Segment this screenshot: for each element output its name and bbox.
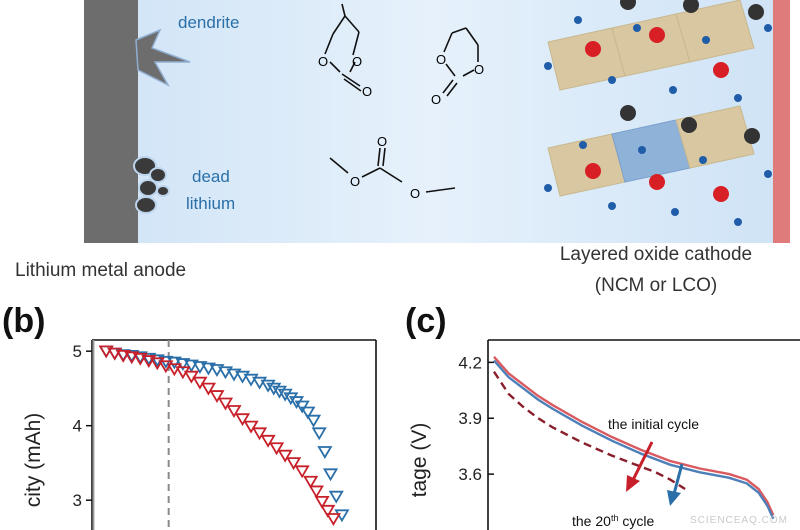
lithium-anode xyxy=(84,0,191,243)
panel-b-series1-point-4 xyxy=(132,352,148,366)
molecule1-oxygen-c: O xyxy=(362,84,372,99)
panel-b-series1-point-16 xyxy=(234,413,251,427)
panel-b-series1-point-0 xyxy=(98,345,114,359)
molecule1-oxygen-b: O xyxy=(352,54,362,69)
arrow-20th-cycle xyxy=(667,463,684,506)
panel-b-series0-point-14 xyxy=(217,366,234,380)
cathode-caption-line2: (NCM or LCO) xyxy=(595,275,717,296)
panel-b-series0-point-20 xyxy=(266,382,282,396)
dead-lithium-label-line1: dead xyxy=(192,167,230,186)
cathode-caption-line1: Layered oxide cathode xyxy=(560,244,752,265)
panel-b-ytick-label-0: 5 xyxy=(73,342,82,361)
dimethyl-carbonate-molecule xyxy=(329,147,456,193)
panel-b-series0-point-13 xyxy=(209,364,225,377)
panel-b-series0-point-27 xyxy=(305,414,322,428)
dendrite-shape xyxy=(135,28,191,87)
panel-c-curve-0 xyxy=(493,356,775,516)
panel-b-ytick-label-2: 3 xyxy=(73,491,82,510)
panel-c-ytick-label-1: 3.9 xyxy=(458,409,482,428)
panel-b-series1-point-1 xyxy=(107,347,123,361)
panel-b-series1-point-25 xyxy=(308,485,324,499)
panel-b-series0-point-19 xyxy=(260,379,276,393)
panel-b-series1-point-15 xyxy=(226,405,242,418)
battery-schematic: dendrite dead lithium O O O O O O O O xyxy=(15,0,790,296)
panel-b-series0-point-30 xyxy=(322,468,339,482)
arrow-initial-cycle xyxy=(626,441,654,492)
panel-b-ytick-label-1: 4 xyxy=(73,417,82,436)
panel-b-series1-point-26 xyxy=(314,495,330,509)
panel-b-series1-point-3 xyxy=(124,351,140,365)
molecule3-oxygen-c: O xyxy=(410,186,420,201)
oxygen-atoms xyxy=(544,16,772,226)
panel-b-series0-point-31 xyxy=(328,490,344,504)
panel-b-series1-point-13 xyxy=(209,390,225,404)
panel-c-curve-1 xyxy=(493,359,775,520)
panel-b-series0-point-12 xyxy=(200,362,217,376)
cathode-upper-layer xyxy=(547,0,755,91)
dead-lithium-particles xyxy=(133,156,170,214)
molecule1-oxygen-a: O xyxy=(318,54,328,69)
panel-b-series1-point-19 xyxy=(260,434,276,448)
panel-b-series1-point-27 xyxy=(320,504,336,518)
panel-b-series0-point-10 xyxy=(183,359,199,373)
cathode-current-collector xyxy=(773,0,790,243)
ethylene-carbonate-molecule xyxy=(442,27,479,97)
panel-b-letter: (b) xyxy=(2,302,46,340)
panel-b-series1-point-12 xyxy=(200,382,217,396)
voltage-chart: tage (V) 4.2 3.9 3.6 the initial cycle the… xyxy=(408,339,800,530)
panel-b-series1-point-28 xyxy=(325,513,341,526)
panel-b-series1-point-14 xyxy=(217,397,234,411)
panel-b-series0-point-15 xyxy=(226,368,242,382)
panel-c-letter: (c) xyxy=(405,302,447,340)
dendrite-label: dendrite xyxy=(178,13,239,32)
panel-b-series1-point-2 xyxy=(115,349,131,363)
panel-b-series0-point-28 xyxy=(311,427,327,441)
annotation-20th-sup: th xyxy=(611,513,619,523)
panel-c-ytick-label-2: 3.6 xyxy=(458,465,482,484)
propylene-carbonate-molecule xyxy=(324,3,362,92)
annotation-initial-cycle: the initial cycle xyxy=(608,416,699,432)
panel-b-series1-point-24 xyxy=(303,475,319,489)
annotation-20th-pre: the 20 xyxy=(572,513,611,529)
lithium-ions xyxy=(620,0,764,144)
panel-c-curve-2 xyxy=(492,371,686,491)
panel-c-ytick-label-0: 4.2 xyxy=(458,353,482,372)
molecule3-oxygen-b: O xyxy=(377,134,387,149)
annotation-20th-post: cycle xyxy=(618,513,654,529)
panel-b-series0-point-29 xyxy=(317,446,333,459)
watermark: SCIENCEAQ.COM xyxy=(689,515,788,526)
annotation-20th-cycle: the 20th cycle xyxy=(572,513,654,529)
molecule2-oxygen-b: O xyxy=(474,62,484,77)
dead-lithium-label-line2: lithium xyxy=(186,194,235,213)
panel-b-ylabel: city (mAh) xyxy=(22,413,45,508)
panel-b-series1-point-21 xyxy=(277,449,293,463)
panel-b-series0-point-11 xyxy=(192,361,208,374)
panel-b-series0-point-26 xyxy=(300,406,316,420)
panel-b-series0-point-21 xyxy=(271,385,288,399)
panel-b-series0-point-22 xyxy=(277,388,293,402)
panel-b-series1-point-17 xyxy=(243,420,259,434)
molecule2-oxygen-a: O xyxy=(436,52,446,67)
panel-b-series1-point-23 xyxy=(294,465,310,479)
panel-b-series1-point-5 xyxy=(141,355,157,369)
capacity-chart: city (mAh) 5 4 3 xyxy=(22,339,377,530)
molecule3-oxygen-a: O xyxy=(350,174,360,189)
panel-b-series1-point-20 xyxy=(269,442,285,456)
anode-caption: Lithium metal anode xyxy=(15,260,186,281)
panel-c-ylabel: tage (V) xyxy=(408,423,431,498)
panel-b-series1-point-22 xyxy=(286,457,302,471)
panel-b-series1-point-18 xyxy=(251,427,268,441)
molecule2-oxygen-c: O xyxy=(431,92,441,107)
panel-b-series0-point-23 xyxy=(283,392,299,406)
